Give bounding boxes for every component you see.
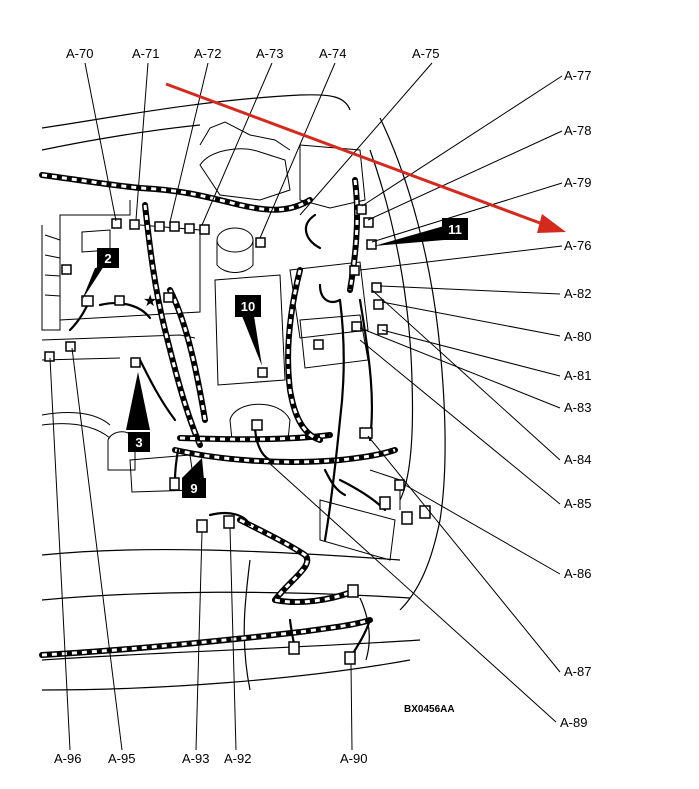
connector <box>130 357 141 368</box>
connector <box>111 218 122 229</box>
callout-10: 10 <box>235 295 262 366</box>
label-a84: A-84 <box>564 452 591 467</box>
label-a85: A-85 <box>564 496 591 511</box>
callout-2: 2 <box>82 248 119 300</box>
label-a70: A-70 <box>66 46 93 61</box>
label-a73: A-73 <box>256 46 283 61</box>
connector <box>65 341 76 352</box>
connector <box>251 419 263 431</box>
connector <box>129 219 140 230</box>
connector <box>163 292 174 303</box>
connector <box>223 515 235 529</box>
leader-lines <box>49 62 563 751</box>
connector <box>81 295 94 307</box>
part-labels: A-70 A-71 A-72 A-73 A-74 A-75 A-77 A-78 … <box>54 46 591 766</box>
label-a92: A-92 <box>224 751 251 766</box>
label-a80: A-80 <box>564 329 591 344</box>
label-a82: A-82 <box>564 286 591 301</box>
label-a95: A-95 <box>108 751 135 766</box>
wires <box>68 213 387 657</box>
label-a90: A-90 <box>340 751 367 766</box>
connector <box>184 223 195 234</box>
label-a77: A-77 <box>564 68 591 83</box>
label-a93: A-93 <box>182 751 209 766</box>
connector <box>313 339 324 350</box>
connector <box>359 427 373 439</box>
callout-2-label: 2 <box>104 251 111 266</box>
connector <box>379 496 391 510</box>
connector <box>114 295 125 306</box>
connector <box>356 204 367 215</box>
callout-3: 3 <box>126 372 150 452</box>
connector <box>199 224 210 235</box>
connector <box>255 237 266 248</box>
label-a96: A-96 <box>54 751 81 766</box>
wiring-harness <box>39 172 398 658</box>
figure-code: BX0456AA <box>404 704 455 715</box>
connector <box>419 505 431 519</box>
callout-11-label: 11 <box>448 222 462 237</box>
label-a79: A-79 <box>564 175 591 190</box>
label-a71: A-71 <box>132 46 159 61</box>
connector <box>344 651 356 665</box>
label-a83: A-83 <box>564 400 591 415</box>
connector <box>351 321 362 332</box>
label-a74: A-74 <box>319 46 346 61</box>
connector <box>363 217 374 228</box>
callout-9: 9 <box>182 458 206 498</box>
connector <box>288 641 300 655</box>
connector <box>44 351 55 362</box>
label-a78: A-78 <box>564 123 591 138</box>
connector <box>373 299 384 310</box>
engine-components <box>41 121 401 561</box>
connector <box>154 221 165 232</box>
callout-10-label: 10 <box>241 299 255 314</box>
vehicle-outline <box>41 94 446 691</box>
star-marker: ★ <box>143 293 157 310</box>
callout-9-label: 9 <box>190 481 197 496</box>
connector <box>61 264 72 275</box>
connector <box>366 239 377 250</box>
label-a87: A-87 <box>564 664 591 679</box>
connector <box>401 511 413 525</box>
callout-3-label: 3 <box>135 435 142 450</box>
connectors <box>44 204 431 665</box>
label-a76: A-76 <box>564 238 591 253</box>
connector <box>169 221 180 232</box>
connector <box>257 367 268 378</box>
connector <box>377 324 388 335</box>
connector <box>371 282 382 293</box>
label-a86: A-86 <box>564 566 591 581</box>
connector <box>394 479 405 491</box>
red-arrow <box>165 82 566 233</box>
label-a72: A-72 <box>194 46 221 61</box>
connector <box>169 477 180 491</box>
label-a75: A-75 <box>412 46 439 61</box>
callout-11: 11 <box>374 218 468 246</box>
connector <box>196 519 208 533</box>
label-a81: A-81 <box>564 368 591 383</box>
connector <box>347 584 359 598</box>
connector <box>349 265 360 276</box>
label-a89: A-89 <box>560 715 587 730</box>
